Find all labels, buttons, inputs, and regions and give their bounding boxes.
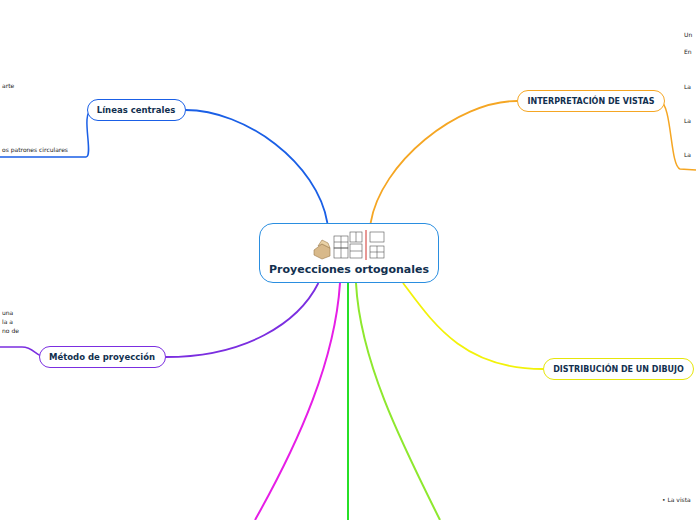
note-text: arte [2,82,14,89]
note-text: no de [2,327,19,334]
topic-box: Líneas centrales [87,99,186,121]
sub-branch [0,110,92,157]
note-text: La [684,151,691,158]
note-text: una [2,309,13,316]
branch-connector [403,283,543,369]
sub-branch [660,101,696,170]
note-text: os patrones circulares [2,146,68,153]
branch-connector [186,110,328,223]
branch-line [347,283,349,520]
branch-line [255,283,340,520]
topic-box: Método de proyección [39,346,166,368]
branch-connector [166,283,319,357]
note-text: Un [684,31,692,38]
connector-group [166,101,544,369]
central-topic: Proyecciones ortogonales [259,223,439,283]
note-text: • La vista [662,496,691,503]
topic-text: Líneas centrales [97,105,175,115]
topic-text: INTERPRETACIÓN DE VISTAS [527,97,654,106]
topic-box: INTERPRETACIÓN DE VISTAS [517,90,665,112]
note-text: La [684,117,691,124]
projection-illustration [310,228,390,260]
topic-text: Método de proyección [49,352,155,362]
topic-box: DISTRIBUCIÓN DE UN DIBUJO [543,358,694,380]
branch-line [356,283,440,520]
note-text: La [684,83,691,90]
topic-text: Proyecciones ortogonales [269,263,429,276]
note-text: En [684,48,692,55]
topic-text: DISTRIBUCIÓN DE UN DIBUJO [553,365,684,374]
branch-connector [371,101,517,223]
note-text: la a [2,318,13,325]
